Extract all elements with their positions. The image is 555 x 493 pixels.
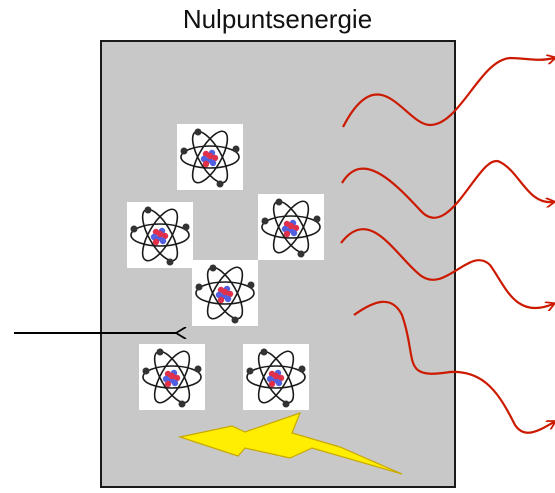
wavy-arrow-icon <box>353 300 554 434</box>
wavy-arrow-icon <box>342 58 554 128</box>
atom-icon <box>192 260 258 326</box>
atom-icon <box>258 194 324 260</box>
wavy-arrow-icon <box>340 228 553 308</box>
atom-icon <box>177 124 243 190</box>
atom-icon <box>243 344 309 410</box>
atom-icon <box>127 202 193 268</box>
diagram-title: Nulpuntsenergie <box>182 4 373 34</box>
atom-icon <box>139 344 205 410</box>
wavy-arrow-icon <box>341 159 553 219</box>
lightning-bolt-icon <box>177 412 403 475</box>
